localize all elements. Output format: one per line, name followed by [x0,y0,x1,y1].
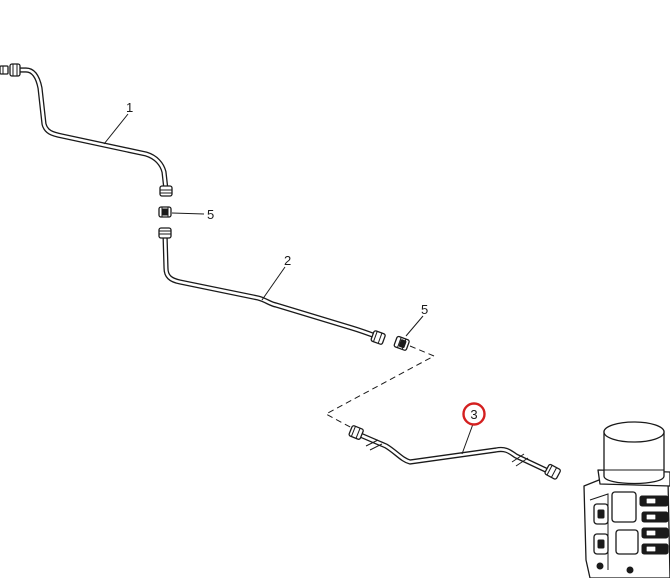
adapter-lower[interactable] [393,335,410,351]
leader-1 [103,113,129,145]
callout-1[interactable]: 1 [126,100,133,115]
leader-5-upper [171,212,205,215]
leader-5-lower [405,315,424,337]
callout-5-upper[interactable]: 5 [207,207,214,222]
tube-1[interactable] [0,63,173,197]
callout-2[interactable]: 2 [284,253,291,268]
adapter-upper[interactable] [158,206,172,218]
routing-dashed-line [324,345,436,429]
tube-2[interactable] [158,227,386,345]
callout-5-lower[interactable]: 5 [421,302,428,317]
callout-3[interactable]: 3 [470,407,477,422]
leader-3 [461,423,474,455]
air-dryer-assembly [583,421,670,578]
highlight-ring [462,402,486,426]
tube-3[interactable] [348,425,561,480]
leader-2 [261,266,286,301]
